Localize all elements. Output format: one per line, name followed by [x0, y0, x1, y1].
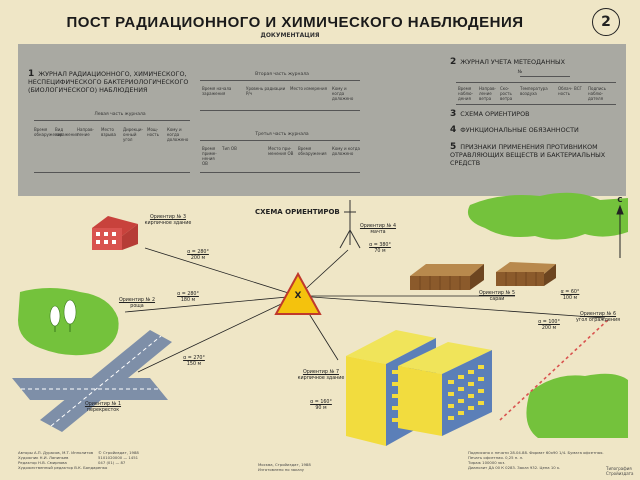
journal1-col: Время начала заражения	[202, 86, 232, 96]
journal1-col: Кому и когда доложено	[167, 127, 189, 142]
observation-post-warning-icon	[274, 271, 322, 315]
journal1-col: Место взрыва	[101, 127, 116, 137]
journal1-col: Мощ­ность	[147, 127, 159, 137]
journal1-left-part-label: Левая часть журнала	[94, 112, 146, 117]
journal1-col: Место измерения	[290, 86, 327, 91]
journal2-col: Ско­рость ветра	[500, 86, 513, 101]
journal1-col: Время обнаружения	[298, 146, 327, 156]
north-arrow-icon	[616, 204, 624, 258]
landmark-bearing-2: α = 280°180 м	[177, 292, 199, 303]
landmark-bearing-1: α = 270°150 м	[183, 356, 205, 367]
journal2-number-label: №	[517, 70, 523, 75]
page-title: ПОСТ РАДИАЦИОННОГО И ХИМИЧЕСКОГО НАБЛЮДЕ…	[66, 14, 524, 31]
crossroad	[12, 330, 172, 432]
journal1-third-bottom-rule	[200, 172, 360, 173]
bearing-lines	[124, 247, 606, 373]
journal1-col: Кому и когда доложено	[332, 146, 360, 156]
apartment-block-icon	[398, 342, 492, 436]
mast-icon	[339, 200, 361, 249]
tree-icon	[63, 299, 77, 332]
field-top-right	[467, 192, 628, 240]
landmark-bearing-6: α = 100°200 м	[538, 320, 560, 331]
brick-building-icon	[92, 216, 138, 250]
landmark-bearing-3: α = 280°200 м	[187, 250, 209, 261]
page-subtitle: ДОКУМЕНТАЦИЯ	[260, 32, 320, 39]
journal2-col: Время наблю­дения	[458, 86, 473, 101]
journal1-second-part-label: Вторая часть журнала	[255, 72, 309, 77]
journal1-col: Вид заражения	[55, 127, 79, 137]
journal1-col: Уровень радиации Р/ч	[246, 86, 286, 96]
north-label: С	[617, 196, 623, 204]
journal2-rule	[456, 82, 616, 83]
journal1-second-bottom-rule	[200, 110, 360, 111]
scheme-title: СХЕМА ОРИЕНТИРОВ	[255, 208, 340, 216]
journal1-col: Место при­менения ОВ	[268, 146, 294, 156]
journal2-col: Облач­ность	[558, 86, 573, 96]
journal1-third-rule	[200, 140, 360, 141]
landmark-bearing-7: α = 160°90 м	[310, 400, 332, 411]
page-number-badge: 2	[592, 8, 620, 36]
barn-icon	[496, 262, 556, 286]
observation-post-symbol: Х	[294, 291, 302, 301]
field-bottom-right	[526, 373, 628, 438]
journal1-col: Направ­ление	[77, 127, 94, 137]
fence-line	[499, 317, 611, 421]
journal1-col: Дирекци­онный угол	[123, 127, 143, 142]
barn-icon	[410, 264, 484, 290]
journal1-left-rule	[34, 120, 190, 121]
journal1-col: Кому и когда доложено	[332, 86, 354, 101]
journal1-col: Тип ОВ	[222, 146, 237, 151]
footer-print-info: Подписано к печати 28.04.88. Формат 60х9…	[468, 450, 604, 470]
journal2-col: Подпись наблю­дателя	[588, 86, 606, 101]
journal2-number-rule	[520, 76, 570, 77]
journal2-col: Температура воздуха	[520, 86, 548, 96]
tree-icon	[49, 305, 61, 332]
journal2-bottom-rule	[456, 104, 616, 105]
journal1-col: Время обнаружения	[34, 127, 63, 137]
journal2-col: Направ­ление ветра	[479, 86, 496, 101]
journal2-col: ВСГ	[574, 86, 582, 91]
landmark-bearing-5: α = 60°100 м	[560, 290, 580, 301]
journal1-second-rule	[200, 80, 360, 81]
journal1-col: Время приме­нения ОВ	[202, 146, 217, 166]
journal1-third-part-label: Третья часть журнала	[255, 132, 309, 137]
journal1-left-bottom-rule	[34, 172, 190, 173]
landmark-bearing-4: α = 380°70 м	[369, 243, 391, 254]
